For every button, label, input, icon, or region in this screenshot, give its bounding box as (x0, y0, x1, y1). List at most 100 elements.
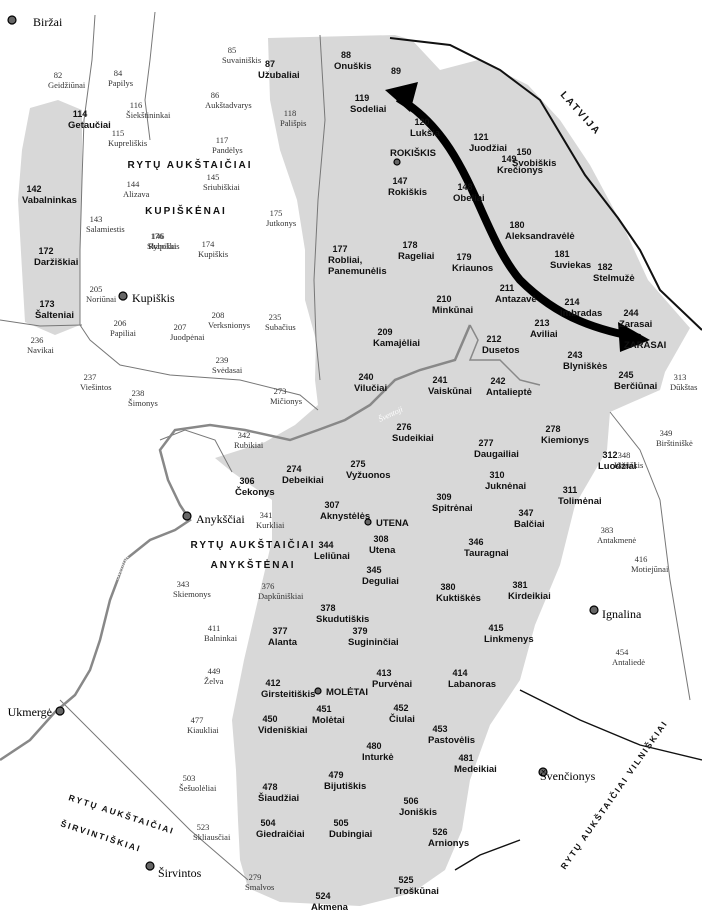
point-number-413: 413 (376, 668, 391, 678)
ref-name-205: Noriūnai (86, 294, 117, 304)
ref-name-341: Kurkliai (256, 520, 285, 530)
point-number-114: 114 (73, 109, 88, 119)
point-name-209: Kamajėliai (373, 338, 420, 349)
point-name-177: Robliai, (328, 255, 362, 266)
ref-number-237: 237 (84, 372, 97, 382)
ref-number-349: 349 (660, 428, 673, 438)
point-name-147: Rokiškis (388, 187, 427, 198)
point-number-451: 451 (316, 704, 331, 714)
point-name-173: Šalteniai (35, 309, 74, 321)
ref-number-144: 144 (127, 179, 141, 189)
point-number-344: 344 (318, 540, 333, 550)
point-name-412: Girsteitiškis (261, 689, 315, 700)
point-number-479: 479 (328, 770, 343, 780)
ref-number-341: 341 (260, 510, 273, 520)
point-name-504: Giedraičiai (256, 829, 305, 840)
point-name-413: Purvėnai (372, 679, 412, 690)
ref-number-117: 117 (216, 135, 228, 145)
point-name-172: Daržiškiai (34, 257, 78, 268)
point-name-344: Leliūnai (314, 551, 350, 562)
point-name-378: Skudutiškis (316, 614, 369, 625)
ref-number-116: 116 (130, 100, 142, 110)
ref-number-175: 175 (270, 208, 283, 218)
ref-name-176: Skapiškis (147, 241, 180, 251)
ref-number-115: 115 (112, 128, 124, 138)
point-number-240: 240 (358, 372, 373, 382)
ref-name-118: Pališpis (280, 118, 306, 128)
ref-name-85: Suvainiškis (222, 55, 261, 65)
city-dot-1 (118, 291, 128, 301)
point-number-480: 480 (366, 741, 381, 751)
ref-number-238: 238 (132, 388, 145, 398)
ref-number-206: 206 (114, 318, 127, 328)
ref-name-376: Dapkūniškiai (258, 591, 304, 601)
point-number-209: 209 (377, 327, 392, 337)
city-Širvintos: Širvintos (158, 866, 202, 880)
ethno-border-south (454, 839, 521, 871)
district-border-rokiskis (313, 34, 326, 381)
point-name-210: Minkūnai (432, 305, 473, 316)
city-dot-4 (145, 861, 155, 871)
point-number-478: 478 (262, 782, 277, 792)
ref-number-118: 118 (284, 108, 296, 118)
point-name-244: Zarasai (619, 319, 652, 330)
town-dot-2 (314, 687, 322, 695)
point-name-121: Juodžiai (469, 143, 507, 154)
ref-number-84: 84 (114, 68, 123, 78)
point-name-214: Imbradas (560, 308, 602, 319)
ref-number-279: 279 (249, 872, 262, 882)
point-name-479: Bijutiškis (324, 781, 366, 792)
ref-number-205: 205 (90, 284, 103, 294)
city-Švenčionys: Švenčionys (540, 769, 596, 783)
ref-number-208: 208 (212, 310, 225, 320)
point-name-505: Dubingiai (329, 829, 372, 840)
district-border-south (59, 699, 249, 881)
point-number-309: 309 (436, 492, 451, 502)
point-name-312: Luodžiai (598, 461, 637, 472)
ref-name-84: Papilys (108, 78, 133, 88)
ref-number-477: 477 (191, 715, 204, 725)
ref-number-523: 523 (197, 822, 210, 832)
district-border-west2 (0, 319, 83, 327)
point-number-213: 213 (534, 318, 549, 328)
ref-name-523: Skliausčiai (193, 832, 231, 842)
point-name-240: Vilučiai (354, 383, 387, 394)
point-number-181: 181 (554, 249, 569, 259)
point-name-242: Antalieptė (486, 387, 532, 398)
point-name-276: Sudeikiai (392, 433, 434, 444)
point-name-178: Rageliai (398, 251, 434, 262)
ref-number-236: 236 (31, 335, 44, 345)
point-number-414: 414 (452, 668, 467, 678)
point-number-172: 172 (38, 246, 53, 256)
point-name-148: Obeliai (453, 193, 485, 204)
ref-name-117: Pandėlys (212, 145, 243, 155)
point-number-214: 214 (564, 297, 579, 307)
city-Anykščiai: Anykščiai (196, 512, 245, 526)
ref-number-239: 239 (216, 355, 229, 365)
point-number-178: 178 (402, 240, 417, 250)
town-ROKIŠKIS: ROKIŠKIS (390, 147, 436, 159)
ref-name-146: Rybokai (148, 241, 177, 251)
point-number-306: 306 (239, 476, 254, 486)
ref-name-348: Kaziškis (614, 460, 643, 470)
point-number-147: 147 (392, 176, 407, 186)
point-name-114: Getaučiai (68, 120, 111, 131)
point-number-310: 310 (489, 470, 504, 480)
point-number-243: 243 (567, 350, 582, 360)
point-number-276: 276 (396, 422, 411, 432)
ref-name-206: Papiliai (110, 328, 137, 338)
point-name-180: Aleksandravėlė (505, 231, 575, 242)
point-name-179: Kriaunos (452, 263, 493, 274)
ref-number-143: 143 (90, 214, 103, 224)
point-name-481: Medeikiai (454, 764, 497, 775)
ref-name-416: Motiejūnai (631, 564, 669, 574)
point-name-453: Pastovėlis (428, 735, 475, 746)
river-east (468, 324, 541, 386)
town-dot-1 (364, 518, 372, 526)
point-number-120: 120 (414, 117, 429, 127)
ref-name-208: Verksnionys (208, 320, 250, 330)
point-number-346: 346 (468, 537, 483, 547)
point-number-347: 347 (518, 508, 533, 518)
town-UTENA: UTENA (376, 518, 409, 529)
point-name-211: Antazavė (495, 294, 537, 305)
